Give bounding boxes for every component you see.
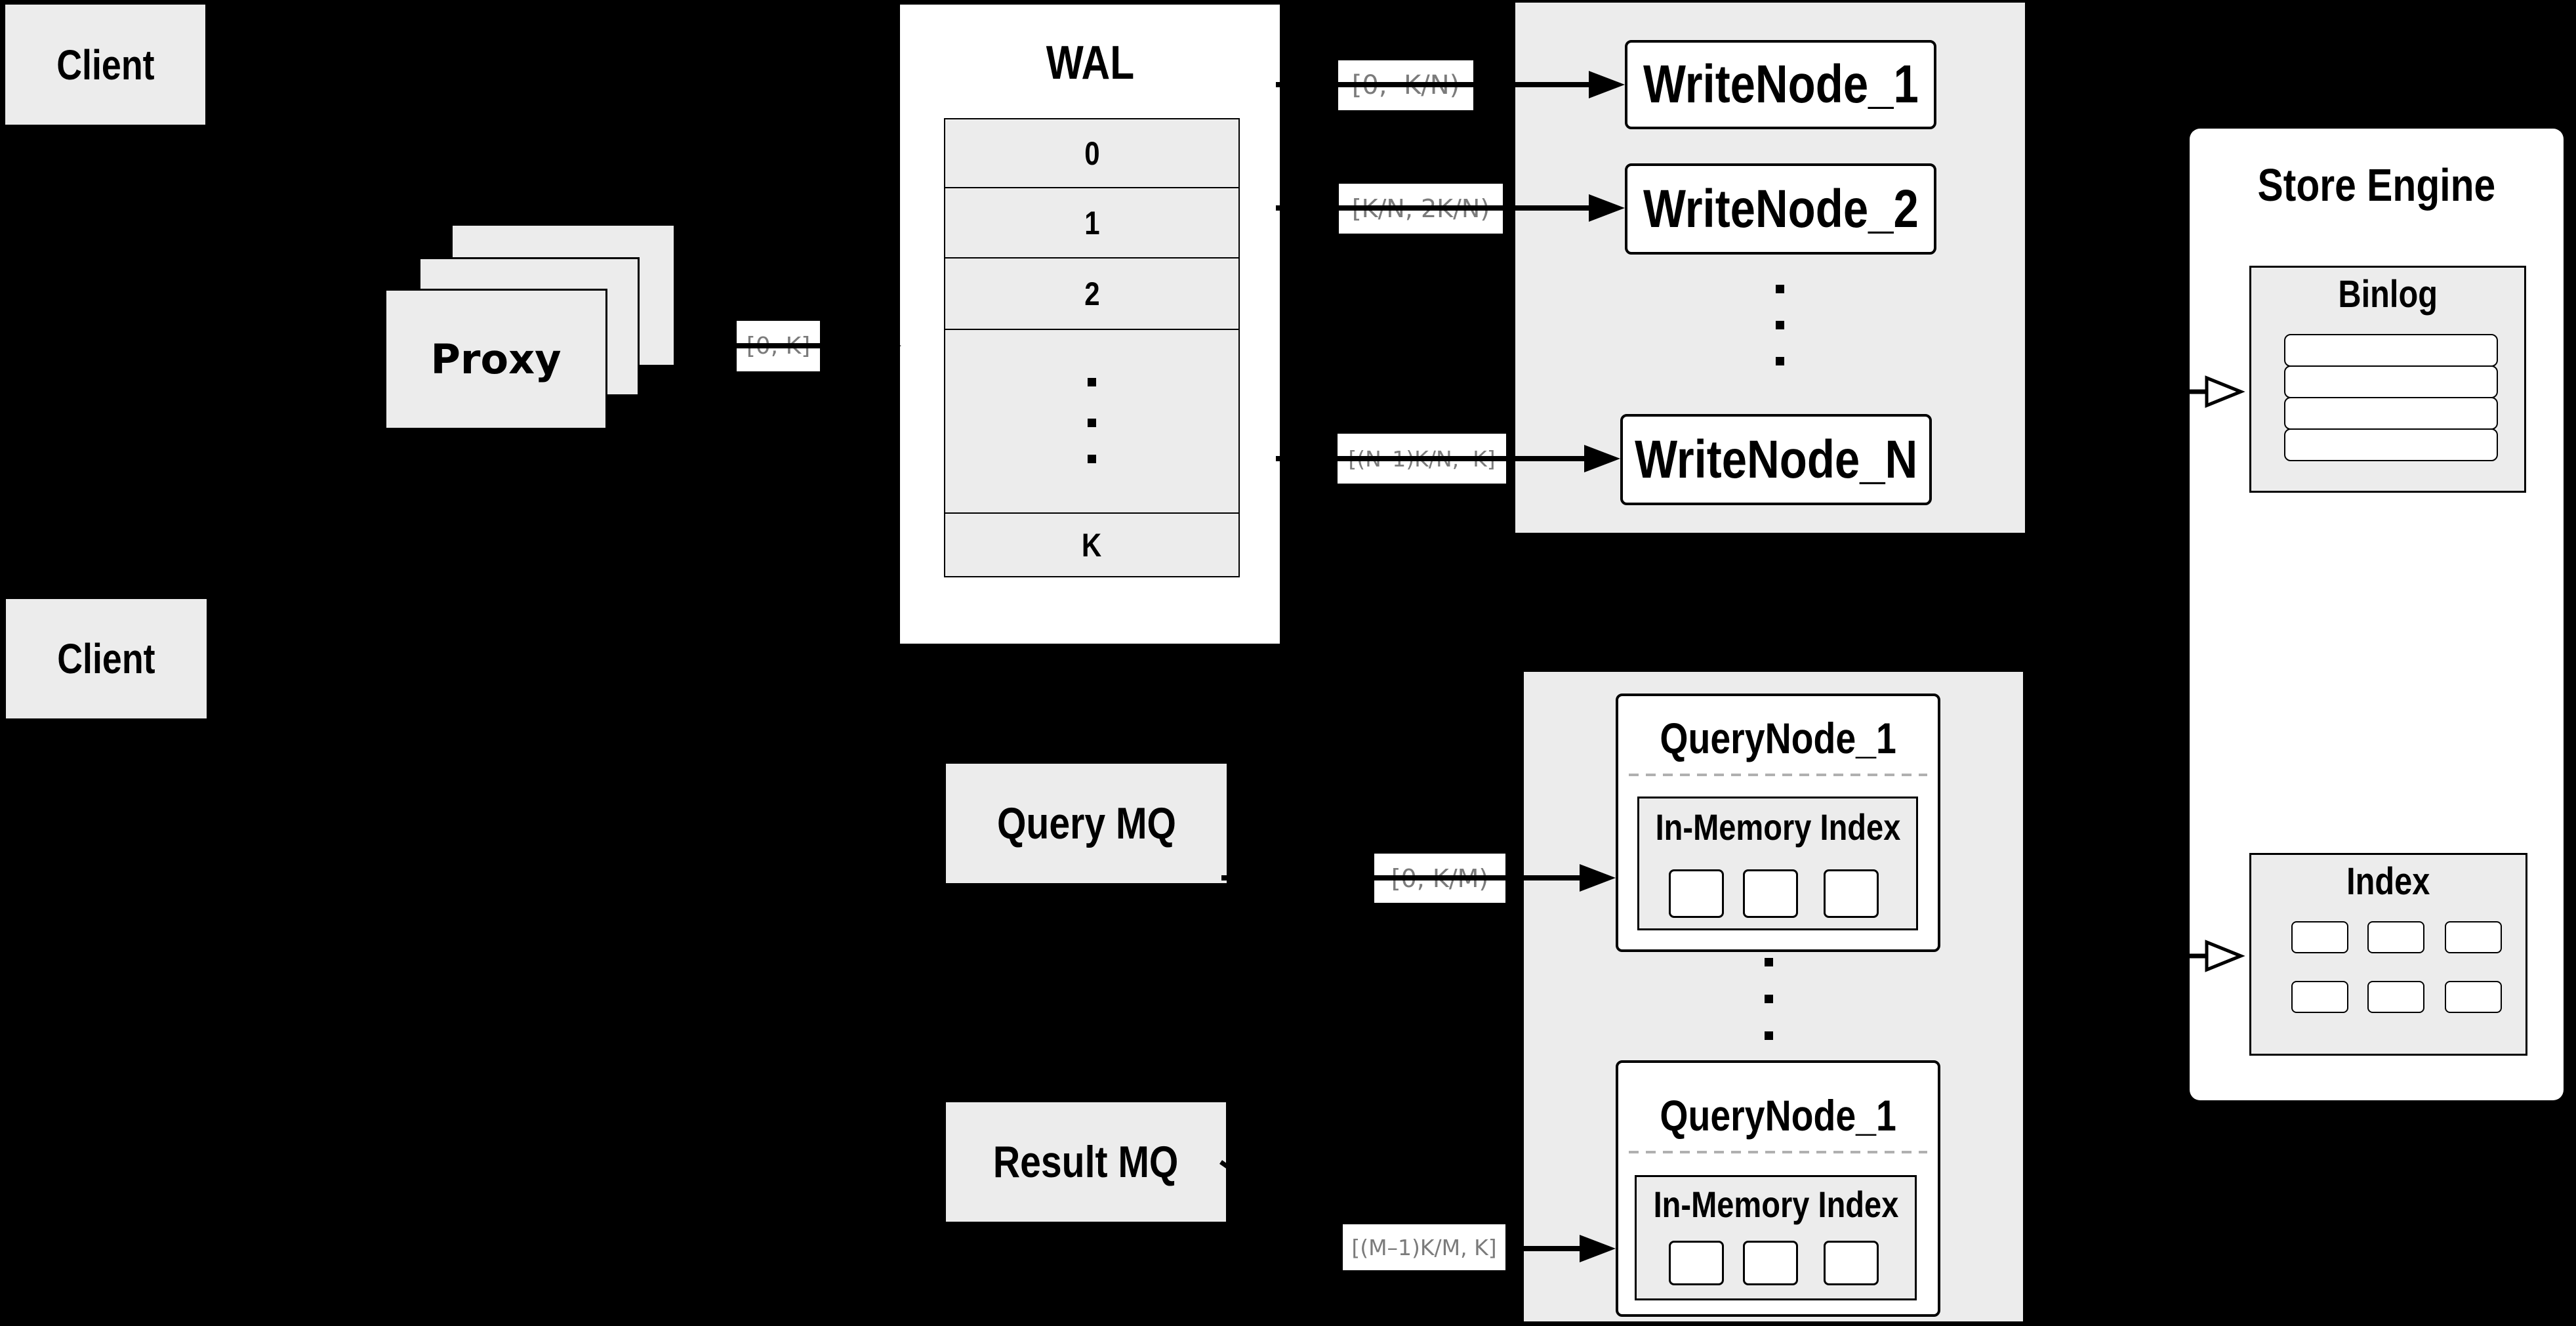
store-index-chip xyxy=(2291,921,2348,953)
vertical-ellipsis-icon xyxy=(1088,378,1096,386)
store-index-box xyxy=(2249,853,2527,1056)
store-index-chip xyxy=(2445,921,2502,953)
vertical-ellipsis-icon xyxy=(1776,285,1784,293)
in-memory-index-title-row-2: In-Memory Index xyxy=(1635,1183,1917,1225)
query-node-2-title-row: QueryNode_1 xyxy=(1616,1089,1940,1142)
store-engine-title: Store Engine xyxy=(2257,159,2496,211)
query-mq-box: Query MQ xyxy=(946,764,1227,883)
index-segment-chip xyxy=(1669,869,1724,918)
wal-title: WAL xyxy=(1046,37,1134,89)
store-index-title-row: Index xyxy=(2249,860,2527,903)
wal-segment-row: 2 xyxy=(945,257,1238,329)
client-box-bottom: Client xyxy=(6,599,207,718)
vertical-ellipsis-icon xyxy=(1765,1031,1773,1040)
write-node-n-box: WriteNode_N xyxy=(1620,414,1932,505)
store-index-chip xyxy=(2291,981,2348,1013)
write-range-label-n: [(N–1)K/N, K] xyxy=(1338,434,1506,484)
proxy-to-wal-arrowhead xyxy=(866,332,901,360)
binlog-title-row: Binlog xyxy=(2249,272,2526,316)
vertical-ellipsis-icon xyxy=(1765,958,1773,966)
query-mq-label: Query MQ xyxy=(996,798,1176,848)
vertical-ellipsis-icon xyxy=(1776,321,1784,329)
binlog-row-chip xyxy=(2284,334,2498,367)
index-segment-chip xyxy=(1743,869,1798,918)
proxy-label: Proxy xyxy=(430,335,562,383)
query-node-1-title-row: QueryNode_1 xyxy=(1616,712,1940,764)
vertical-ellipsis-icon xyxy=(1765,995,1773,1003)
write-range-label-1: [0, K/N) xyxy=(1338,60,1473,110)
write-node-1-label: WriteNode_1 xyxy=(1643,54,1919,114)
write-node-2-box: WriteNode_2 xyxy=(1625,163,1936,255)
query-node-1-label: QueryNode_1 xyxy=(1660,714,1896,762)
store-index-chip xyxy=(2445,981,2502,1013)
wal-segment-row: 1 xyxy=(945,187,1238,257)
result-mq-box: Result MQ xyxy=(946,1102,1226,1222)
wal-segment-k: K xyxy=(1082,526,1102,564)
binlog-title: Binlog xyxy=(2338,272,2438,316)
wal-title-row: WAL xyxy=(899,37,1281,89)
wal-segment-row: K xyxy=(945,512,1238,576)
in-memory-index-title-row-1: In-Memory Index xyxy=(1637,806,1918,848)
index-segment-chip xyxy=(1824,869,1879,918)
resultmq-diagonal-arrow xyxy=(1219,1160,1341,1247)
query-node-2-label: QueryNode_1 xyxy=(1660,1091,1896,1140)
index-segment-chip xyxy=(1824,1241,1879,1285)
vertical-ellipsis-icon xyxy=(1088,419,1096,427)
client-top-label: Client xyxy=(56,41,155,89)
binlog-row-chip xyxy=(2284,397,2498,430)
query-range-label-m: [(M–1)K/M, K] xyxy=(1343,1224,1505,1270)
wal-segment-table: 0 1 2 K xyxy=(944,118,1240,577)
index-segment-chip xyxy=(1669,1241,1724,1285)
write-range-label-2: [K/N, 2K/N) xyxy=(1339,184,1503,234)
store-index-title: Index xyxy=(2346,860,2430,903)
wal-segment-row: 0 xyxy=(945,119,1238,187)
proxy-range-label: [0, K] xyxy=(737,321,820,371)
vertical-ellipsis-icon xyxy=(1776,357,1784,365)
client-bottom-label: Client xyxy=(57,635,155,682)
vertical-ellipsis-icon xyxy=(1088,455,1096,463)
write-node-2-label: WriteNode_2 xyxy=(1643,178,1919,239)
result-mq-label: Result MQ xyxy=(993,1137,1179,1187)
wal-segment-2: 2 xyxy=(1084,275,1100,312)
wal-segment-1: 1 xyxy=(1084,204,1100,241)
proxy-card-front: Proxy xyxy=(384,289,607,430)
index-segment-chip xyxy=(1743,1241,1798,1285)
binlog-row-chip xyxy=(2284,365,2498,398)
in-memory-index-label-1: In-Memory Index xyxy=(1655,806,1900,848)
binlog-row-chip xyxy=(2284,428,2498,461)
store-index-chip xyxy=(2367,981,2424,1013)
write-node-1-box: WriteNode_1 xyxy=(1625,40,1936,129)
in-memory-index-label-2: In-Memory Index xyxy=(1653,1183,1898,1225)
client-box-top: Client xyxy=(5,5,205,125)
write-node-n-label: WriteNode_N xyxy=(1634,429,1918,489)
store-index-chip xyxy=(2367,921,2424,953)
store-engine-title-row: Store Engine xyxy=(2190,157,2564,213)
query-range-label-1: [0, K/M) xyxy=(1374,854,1505,903)
wal-segment-0: 0 xyxy=(1084,135,1100,172)
